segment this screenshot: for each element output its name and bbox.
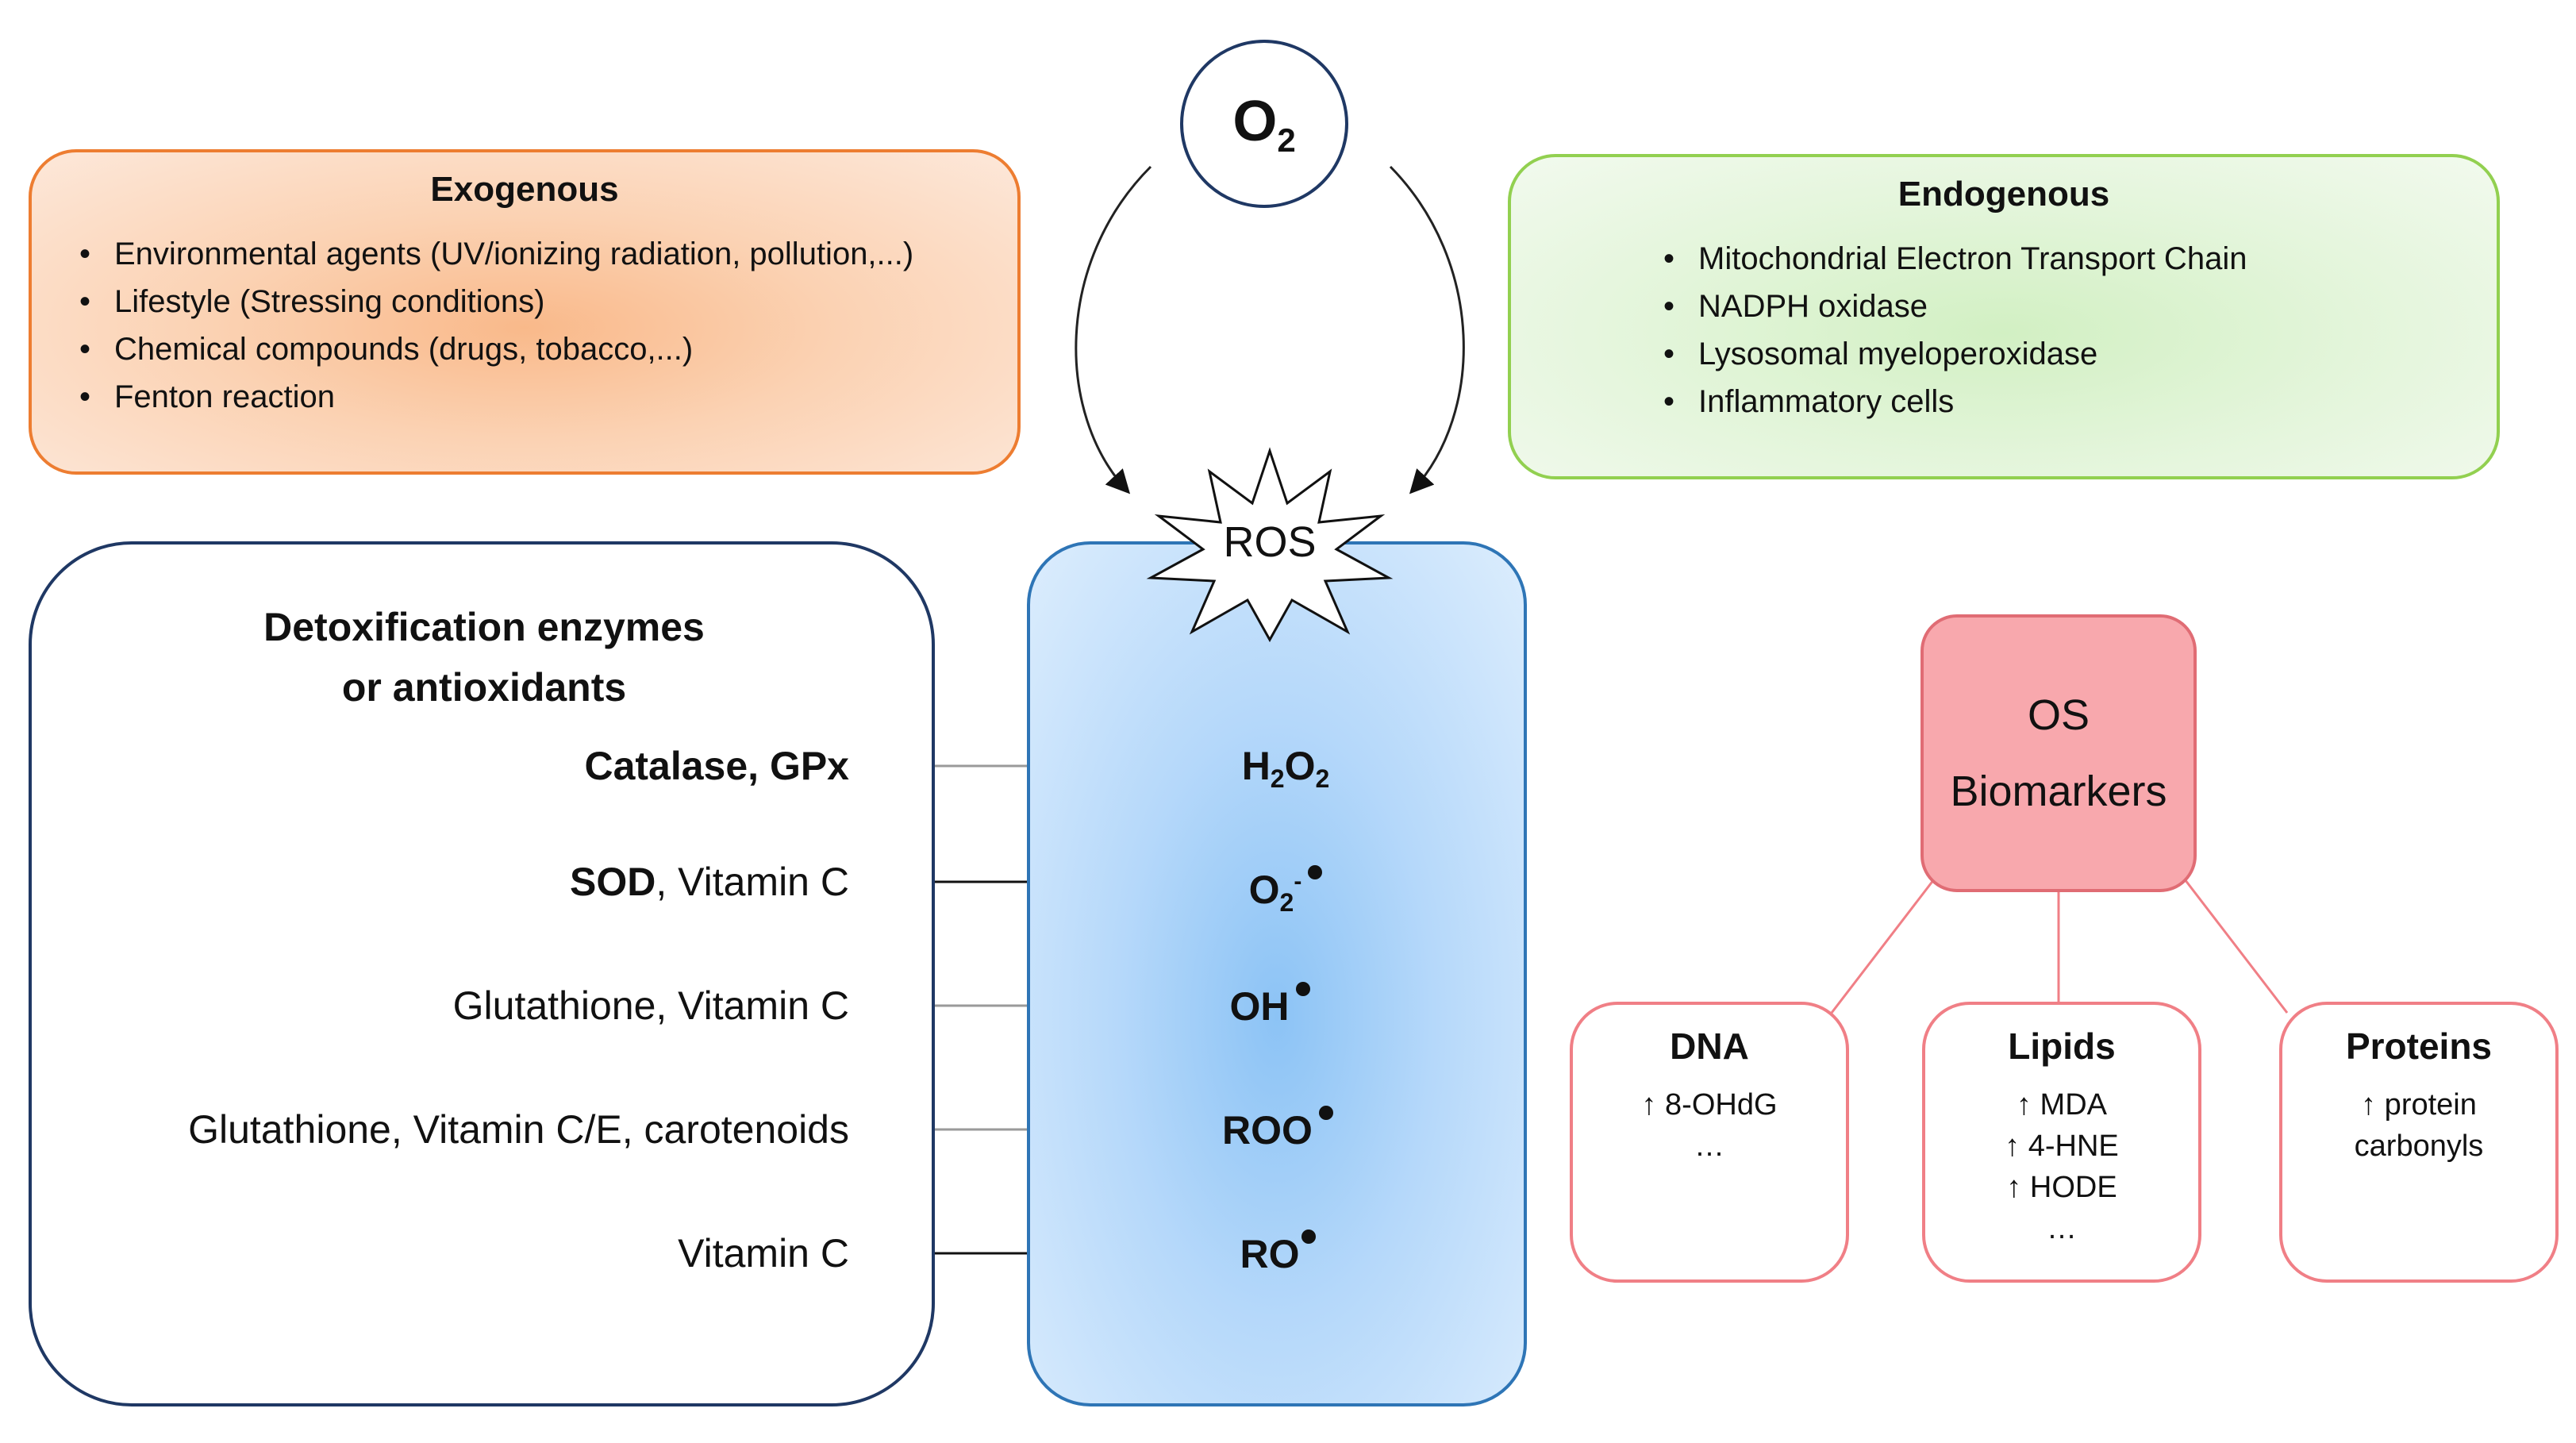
detox-row-h2o2: Catalase, GPx — [584, 744, 849, 788]
biomarker-lipids-item: ↑ 4-HNE — [2005, 1129, 2119, 1163]
os-biomarkers-line: OS — [2027, 691, 2090, 739]
biomarker-lipids-item: ↑ MDA — [2017, 1088, 2107, 1122]
biomarker-dna-box: DNA ↑ 8-OHdG … — [1570, 1002, 1849, 1283]
endogenous-item: Inflammatory cells — [1659, 378, 2473, 425]
species-superoxide: O2- — [1206, 858, 1365, 926]
biomarker-lipids-item: ↑ HODE — [2006, 1171, 2117, 1204]
species-alkoxyl: RO — [1198, 1229, 1357, 1278]
o2-to-ros-arrow-left — [1075, 165, 1152, 494]
exogenous-list: Environmental agents (UV/ionizing radiat… — [56, 230, 994, 421]
endogenous-item: Lysosomal myeloperoxidase — [1659, 330, 2473, 378]
exogenous-item: Environmental agents (UV/ionizing radiat… — [75, 230, 994, 278]
biomarker-dna-title: DNA — [1670, 1025, 1749, 1067]
os-biomarkers-box: OS Biomarkers — [1920, 614, 2197, 892]
ros-starburst-icon — [1146, 447, 1394, 643]
species-h2o2: H2O2 — [1241, 744, 1330, 793]
biomarker-dna-item: … — [1694, 1129, 1724, 1163]
species-peroxyl: ROO — [1198, 1106, 1357, 1154]
exogenous-title: Exogenous — [430, 170, 619, 209]
o2-to-ros-arrow-right — [1389, 165, 1465, 494]
endogenous-item: NADPH oxidase — [1659, 283, 2473, 330]
detox-row-superoxide: SOD, Vitamin C — [570, 860, 849, 904]
biomarker-lipids-box: Lipids ↑ MDA ↑ 4-HNE ↑ HODE … — [1922, 1002, 2201, 1283]
oxygen-formula: O2 — [1232, 89, 1296, 159]
biomarker-proteins-title: Proteins — [2345, 1025, 2493, 1067]
ros-label: ROS — [1223, 518, 1317, 566]
radical-dot — [1318, 1106, 1333, 1120]
biomarker-lipids-title: Lipids — [2008, 1025, 2116, 1067]
detox-row-hydroxyl: Glutathione, Vitamin C — [452, 983, 849, 1028]
detox-title-line: Detoxification enzymes — [263, 605, 705, 649]
exogenous-item: Fenton reaction — [75, 373, 994, 421]
endogenous-title: Endogenous — [1897, 175, 2110, 214]
biomarker-dna-item: ↑ 8-OHdG — [1641, 1088, 1778, 1122]
oxygen-circle: O2 — [1180, 40, 1348, 208]
radical-dot — [1308, 865, 1323, 879]
endogenous-box: Endogenous Mitochondrial Electron Transp… — [1508, 154, 2500, 479]
exogenous-box: Exogenous Environmental agents (UV/ioniz… — [29, 149, 1021, 475]
biomarker-lipids-item: … — [2047, 1212, 2077, 1245]
biomarker-proteins-item: carbonyls — [2354, 1129, 2484, 1163]
detox-row-peroxyl: Glutathione, Vitamin C/E, carotenoids — [188, 1107, 849, 1152]
species-hydroxyl: OH — [1190, 982, 1349, 1030]
biomarker-line-proteins — [2181, 875, 2289, 1014]
detox-row-alkoxyl: Vitamin C — [678, 1231, 849, 1276]
endogenous-list: Mitochondrial Electron Transport Chain N… — [1535, 235, 2473, 425]
exogenous-item: Lifestyle (Stressing conditions) — [75, 278, 994, 325]
endogenous-item: Mitochondrial Electron Transport Chain — [1659, 235, 2473, 283]
biomarker-proteins-item: ↑ protein — [2361, 1088, 2477, 1122]
detox-title-line: or antioxidants — [341, 665, 627, 710]
detox-box — [29, 541, 935, 1406]
exogenous-item: Chemical compounds (drugs, tobacco,...) — [75, 325, 994, 373]
biomarker-proteins-box: Proteins ↑ protein carbonyls — [2279, 1002, 2559, 1283]
os-biomarkers-line: Biomarkers — [1950, 768, 2167, 815]
detox-title: Detoxification enzymes or antioxidants — [175, 597, 794, 718]
radical-dot — [1301, 1229, 1316, 1244]
radical-dot — [1295, 982, 1310, 996]
biomarker-line-dna — [1830, 875, 1938, 1014]
